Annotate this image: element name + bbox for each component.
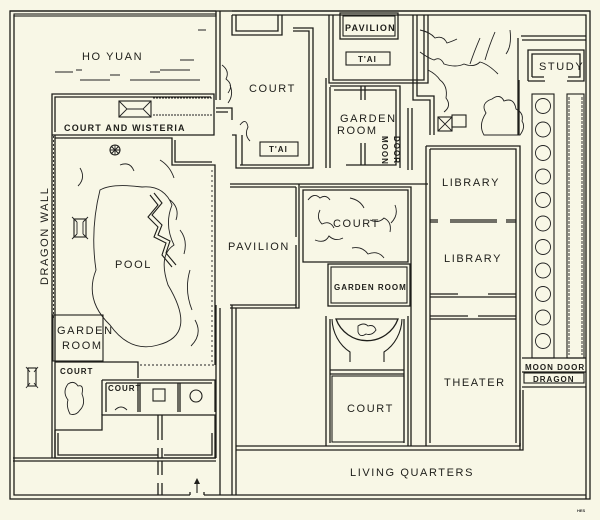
- outer-walls: [9, 10, 591, 500]
- tree-icon: [535, 262, 551, 279]
- label-tai-court: T'AI: [269, 145, 288, 154]
- tree-icon: [535, 239, 551, 255]
- tree-icon: [535, 309, 551, 326]
- ho-yuan-area: HO YUAN: [55, 29, 206, 81]
- label-library-2: LIBRARY: [444, 253, 502, 265]
- lower-left-rooms: [13, 305, 221, 495]
- label-garden-room-mid: GARDEN ROOM: [334, 283, 407, 292]
- pavilion-pool-icon: [71, 216, 89, 240]
- tree-icon: [535, 286, 551, 302]
- entrance: [189, 478, 205, 495]
- garden-room-left: GARDEN ROOM: [52, 314, 114, 362]
- label-theater: THEATER: [444, 377, 506, 389]
- label-study: STUDY: [539, 61, 584, 73]
- moon-pool-court: COURT: [325, 316, 409, 446]
- study: STUDY: [527, 49, 585, 82]
- label-court-mid: COURT: [333, 218, 380, 230]
- tree-icon: [535, 121, 551, 138]
- lower-left-courts: COURT COURT: [25, 361, 216, 431]
- living-quarters: LIVING QUARTERS: [231, 305, 524, 495]
- label-court-and-wisteria: COURT AND WISTERIA: [64, 123, 186, 133]
- label-tai-top: T'AI: [358, 55, 377, 64]
- label-library-1: LIBRARY: [442, 177, 500, 189]
- label-moon-door-1: MOON: [380, 136, 389, 165]
- pavilion-mid: PAVILION: [228, 183, 428, 309]
- small-pavilion-icon: [437, 114, 467, 132]
- label-pool: POOL: [115, 259, 152, 271]
- tree-icon: [535, 98, 551, 114]
- label-pavilion-mid: PAVILION: [228, 241, 290, 253]
- library-block: LIBRARY LIBRARY THEATER: [425, 145, 521, 446]
- tree-icon: [535, 168, 551, 185]
- label-court-small: COURT: [108, 384, 141, 393]
- label-garden-room-left-2: ROOM: [62, 340, 103, 352]
- label-court-small-left: COURT: [60, 367, 93, 376]
- pavilion-top-block: PAVILION T'AI: [328, 12, 429, 84]
- label-pavilion-top: PAVILION: [345, 23, 396, 33]
- garden-room-top: GARDEN ROOM MOON DOOR: [325, 78, 413, 170]
- arrow-up-icon: [194, 478, 200, 493]
- tree-allee: [531, 93, 585, 359]
- tree-icon: [535, 215, 551, 232]
- label-garden-room-top-2: ROOM: [337, 125, 378, 137]
- label-ho-yuan: HO YUAN: [82, 51, 143, 63]
- tree-icon: [535, 192, 551, 208]
- label-garden-room-left-1: GARDEN: [57, 325, 114, 337]
- court-top: COURT T'AI: [215, 15, 314, 169]
- court-mid: COURT: [300, 186, 412, 446]
- pavilion-outside-icon: [25, 366, 39, 389]
- pool-garden: POOL: [55, 137, 216, 366]
- label-court-top: COURT: [249, 83, 296, 95]
- wheel-icon: [109, 144, 121, 156]
- dragon-wall: DRAGON WALL: [39, 135, 56, 458]
- label-dragon-wall: DRAGON WALL: [39, 187, 51, 285]
- label-living-quarters: LIVING QUARTERS: [350, 467, 474, 479]
- moon-door-dragon-right: MOON DOOR DRAGON: [519, 357, 586, 450]
- label-moon-door-right: MOON DOOR: [525, 363, 585, 372]
- label-dragon-right: DRAGON: [533, 375, 575, 384]
- garden-room-mid: GARDEN ROOM: [327, 263, 411, 307]
- court-and-wisteria: COURT AND WISTERIA: [51, 93, 215, 136]
- wisteria-pavilion-icon: [118, 100, 152, 118]
- top-right-garden: [412, 15, 586, 136]
- tree-icon: [535, 145, 551, 161]
- label-garden-room-top-1: GARDEN: [340, 113, 397, 125]
- label-moon-door-2: DOOR: [392, 136, 401, 164]
- signature: HES: [577, 508, 586, 513]
- label-court-bottom: COURT: [347, 403, 394, 415]
- tree-icon: [535, 333, 551, 349]
